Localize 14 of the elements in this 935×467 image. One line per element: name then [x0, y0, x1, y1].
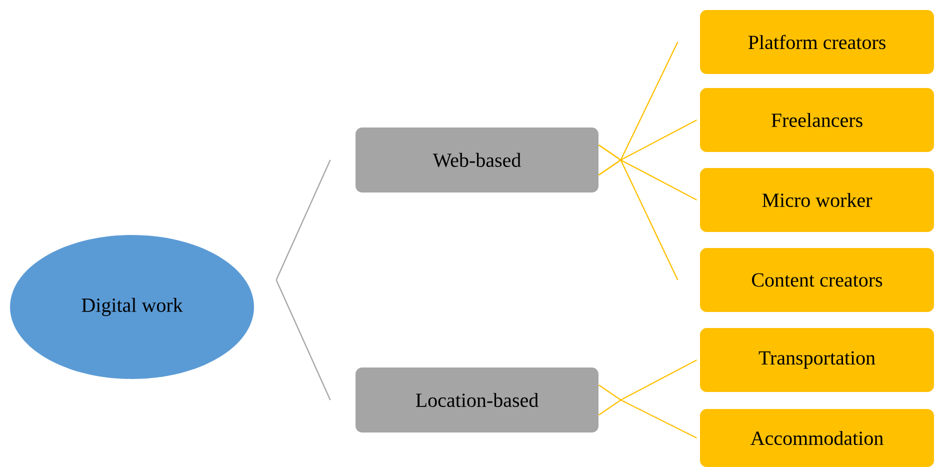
item-box: Platform creators [700, 10, 934, 74]
connector-line [598, 144, 678, 280]
item-box: Micro worker [700, 168, 934, 232]
item-box: Content creators [700, 248, 934, 312]
category-box: Web-based [356, 128, 598, 192]
connector-line [276, 280, 331, 400]
connector-line [598, 384, 697, 439]
item-box: Transportation [700, 328, 934, 392]
connector-line [598, 359, 698, 416]
category-box: Location-based [356, 368, 598, 432]
item-box: Freelancers [700, 88, 934, 152]
connector-line [276, 160, 331, 280]
connector-line [598, 119, 698, 176]
item-box: Accommodation [700, 409, 934, 467]
